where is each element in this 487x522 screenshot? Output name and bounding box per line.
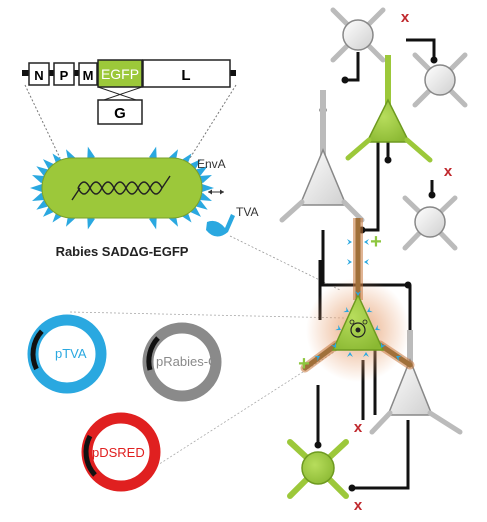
genome-segment-egfp-label: EGFP: [101, 66, 139, 82]
genome-segment-p: [53, 62, 75, 86]
envelope-spike: [30, 184, 42, 192]
envelope-spike: [149, 146, 157, 160]
genome-segment-n-label: N: [34, 68, 43, 83]
neuron-gray-mid-right: [402, 195, 458, 251]
zoom-guide-line: [69, 311, 346, 319]
plasmid-prabies-g: pRabies-G: [142, 322, 222, 402]
tva-receptor: [396, 355, 402, 362]
envelope-label: EnvA: [197, 157, 226, 171]
envelope-spike: [149, 216, 157, 230]
tva-receptor: [364, 259, 369, 265]
tva-receptor: [367, 306, 373, 313]
neural-circuit: [279, 7, 468, 499]
envelope-spike: [199, 192, 212, 202]
binding-arrow: [208, 189, 224, 195]
envelope-spike: [202, 184, 214, 192]
envelope-spike: [87, 216, 95, 230]
tva-receptor-icon: [206, 214, 235, 237]
tva-receptor: [330, 342, 337, 348]
genome-segment-p-label: P: [60, 68, 69, 83]
plasmid-ptva-label: pTVA: [55, 346, 87, 361]
rabies-genome: N P M EGFP L G: [22, 59, 236, 125]
envelope-spike: [32, 192, 45, 202]
neuron-gray-top-right: [412, 52, 468, 108]
starter-tva-receptors: [314, 239, 402, 362]
genome-segment-egfp: [97, 59, 143, 88]
transfer-plus-mark: +: [298, 353, 310, 375]
blocked-x-mark: x: [354, 419, 363, 436]
rabies-virion: [30, 146, 214, 230]
genome-segment-l: [142, 59, 231, 88]
envelope-spike: [199, 174, 212, 184]
genome-segment-m: [78, 62, 98, 86]
envelope-spike: [32, 174, 45, 184]
plasmid-prabies-g-label: pRabies-G: [156, 354, 218, 369]
tva-receptor: [355, 291, 361, 296]
tva-receptor: [375, 324, 381, 331]
tva-receptor: [343, 306, 349, 313]
genome-segment-l-label: L: [181, 67, 190, 84]
zoom-guide-line: [189, 84, 237, 159]
tva-receptor: [347, 352, 353, 357]
blocked-transfer-marks: x x x x: [354, 9, 453, 514]
tva-receptor: [347, 259, 352, 265]
rna-genome-helix: [77, 181, 163, 195]
tva-receptor: [363, 352, 369, 357]
tva-receptor: [364, 239, 369, 245]
neuron-green-pyramidal-top: [345, 55, 433, 163]
tva-receptor: [380, 342, 387, 348]
transfer-plus-mark: +: [370, 231, 382, 253]
blocked-x-mark: x: [401, 9, 410, 26]
starter-neuron: [300, 218, 415, 382]
genome-segment-m-label: M: [83, 68, 94, 83]
plasmid-ptva: pTVA: [27, 314, 107, 394]
rna-genome-end: [161, 175, 171, 189]
plasmid-pdsred-label: pDSRED: [92, 445, 145, 460]
zoom-guide-line: [229, 235, 341, 291]
neuron-gray-pyramidal-right: [369, 330, 463, 435]
deleted-g-gene: [97, 99, 143, 125]
transfer-marks: ++: [298, 231, 382, 375]
tva-receptor: [347, 239, 352, 245]
plasmid-pdsred: pDSRED: [81, 412, 161, 492]
deleted-g-gene-label: G: [114, 105, 126, 122]
tva-receptor: [314, 355, 320, 362]
neuron-gray-top: [330, 7, 386, 63]
neuron-green-star-bottom: [287, 439, 349, 499]
rna-genome-helix: [77, 181, 163, 195]
axon-lines: [316, 38, 436, 490]
blocked-x-mark: x: [354, 497, 363, 514]
virion-body: [41, 157, 203, 219]
tva-receptor: [335, 324, 341, 331]
blocked-x-mark: x: [444, 163, 453, 180]
virus-caption: Rabies SADΔG-EGFP: [56, 244, 189, 259]
tva-label: TVA: [236, 205, 258, 219]
zoom-guide-line: [24, 84, 61, 159]
rna-genome-end: [71, 187, 81, 201]
genome-segment-n: [28, 62, 50, 86]
neuron-gray-pyramidal-left: [279, 90, 365, 223]
envelope-spike: [87, 146, 95, 160]
